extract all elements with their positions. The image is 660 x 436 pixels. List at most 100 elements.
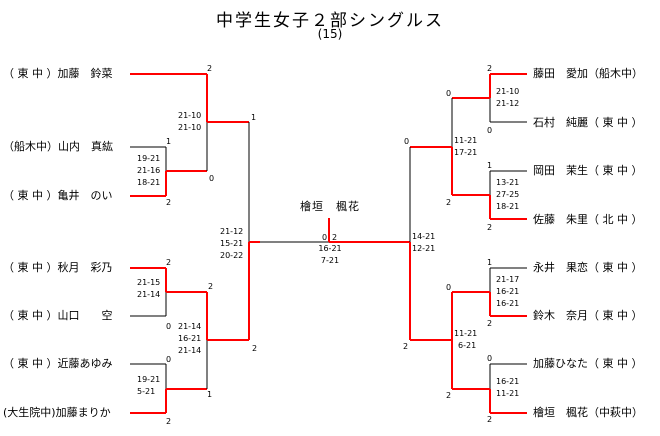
draw-number: (15) <box>317 27 343 41</box>
set-score: 11-21 <box>496 389 520 398</box>
page-title: 中学生女子２部シングルス <box>216 11 444 31</box>
player-right-8: 檜垣 楓花（中萩中） <box>533 406 643 420</box>
set-score: 12-21 <box>412 244 436 253</box>
player-school: （ 東 中 ） <box>588 357 643 370</box>
champion-name: 檜垣 楓花 <box>300 200 360 213</box>
set-score: 16-21 <box>496 287 520 296</box>
set-score: 27-25 <box>496 190 520 199</box>
player-name: 近藤あゆみ <box>57 357 113 370</box>
set-score: 21-17 <box>496 275 520 284</box>
score-block-L-r1-a: 19-21 21-16 18-21 <box>137 153 160 189</box>
score-block-R-r3: 14-21 12-21 <box>412 231 435 255</box>
games-won: 2 <box>446 198 452 207</box>
set-score: 19-21 <box>137 375 161 384</box>
set-score: 18-21 <box>496 202 520 211</box>
player-school: （ 東 中 ） <box>588 116 643 129</box>
player-school: （ 東 中 ） <box>3 357 58 370</box>
set-score: 19-21 <box>137 154 161 163</box>
set-score: 18-21 <box>137 178 161 187</box>
player-left-2: （船木中）山内 真紘 <box>3 140 113 154</box>
set-score: 21-16 <box>137 166 161 175</box>
score-block-L-r3: 21-12 15-21 20-22 <box>220 226 243 262</box>
player-school: （ 東 中 ） <box>3 261 58 274</box>
set-score: 16-21 <box>496 377 520 386</box>
player-name: 岡田 茉生 <box>533 164 588 177</box>
player-school: （ 東 中 ） <box>588 309 643 322</box>
set-score: 13-21 <box>496 178 520 187</box>
games-won: 1 <box>487 258 493 267</box>
games-won: 1 <box>166 137 172 146</box>
set-score: 21-15 <box>137 278 161 287</box>
player-name: 藤田 愛加 <box>533 67 588 80</box>
set-score: 17-21 <box>454 148 478 157</box>
games-won: 0 <box>446 89 452 98</box>
player-school: （ 東 中 ） <box>588 164 643 177</box>
player-school: （船木中） <box>588 67 643 80</box>
set-score: 21-12 <box>496 99 520 108</box>
set-score: 21-10 <box>178 123 202 132</box>
games-won: 0 <box>166 322 172 331</box>
games-won: 2 <box>208 282 214 291</box>
player-left-7: (大生院中)加藤まりか <box>3 406 111 420</box>
player-school: （船木中） <box>3 140 58 153</box>
games-won: 0 <box>487 354 493 363</box>
set-score: 16-21 <box>496 299 520 308</box>
player-right-1: 藤田 愛加（船木中） <box>533 67 643 81</box>
player-school: （ 北 中 ） <box>588 213 643 226</box>
games-won: 2 <box>252 344 258 353</box>
player-school: （ 東 中 ） <box>3 67 58 80</box>
games-won: 0 <box>209 174 215 183</box>
score-block-L-r2-b: 21-14 16-21 21-14 <box>178 321 201 357</box>
player-left-3: （ 東 中 ）亀井 のい <box>3 189 113 203</box>
games-won: 2 <box>207 64 213 73</box>
final-games-right: 2 <box>332 233 338 242</box>
final-games-left: 0 <box>322 233 328 242</box>
games-won: 2 <box>166 417 172 426</box>
set-score: 11-21 <box>454 329 478 338</box>
set-score: 20-22 <box>220 251 244 260</box>
set-score: 16-21 <box>178 334 202 343</box>
player-name: 山内 真紘 <box>58 140 113 153</box>
games-won: 1 <box>207 390 213 399</box>
player-school: (大生院中) <box>3 406 56 419</box>
player-left-4: （ 東 中 ）秋月 彩乃 <box>3 261 113 275</box>
games-won: 0 <box>487 126 493 135</box>
games-won: 2 <box>487 64 493 73</box>
set-score: 21-14 <box>178 322 202 331</box>
games-won: 2 <box>166 258 172 267</box>
player-right-5: 永井 果恋（ 東 中 ） <box>533 261 643 275</box>
games-won: 2 <box>487 319 493 328</box>
player-name: 加藤まりか <box>55 406 111 419</box>
score-block-R-r1-c: 21-17 16-21 16-21 <box>496 274 519 310</box>
score-block-R-r2-b: 11-21 6-21 <box>454 328 477 352</box>
set-score: 15-21 <box>220 239 244 248</box>
set-score: 21-12 <box>220 227 244 236</box>
player-school: （ 東 中 ） <box>3 309 58 322</box>
player-name: 加藤ひなた <box>533 357 588 370</box>
player-name: 檜垣 楓花 <box>533 406 588 419</box>
player-name: 鈴木 奈月 <box>533 309 588 322</box>
player-school: （ 東 中 ） <box>588 261 643 274</box>
player-left-1: （ 東 中 ）加藤 鈴菜 <box>3 67 113 81</box>
set-score: 14-21 <box>412 232 436 241</box>
set-score: 21-14 <box>178 346 202 355</box>
set-score: 6-21 <box>458 341 477 350</box>
set-score: 21-14 <box>137 290 161 299</box>
score-block-L-r2-a: 21-10 21-10 <box>178 110 201 134</box>
games-won: 1 <box>487 161 493 170</box>
player-school: （中萩中） <box>588 406 643 419</box>
score-block-R-r1-d: 16-21 11-21 <box>496 376 519 400</box>
set-score: 21-10 <box>178 111 202 120</box>
set-score: 7-21 <box>320 256 340 265</box>
games-won: 2 <box>487 223 493 232</box>
player-right-7: 加藤ひなた（ 東 中 ） <box>533 357 643 371</box>
score-block-L-r1-b: 21-15 21-14 <box>137 277 160 301</box>
games-won: 2 <box>487 415 493 424</box>
player-name: 山口 空 <box>57 309 113 322</box>
player-name: 加藤 鈴菜 <box>57 67 113 80</box>
player-right-3: 岡田 茉生（ 東 中 ） <box>533 164 643 178</box>
player-school: （ 東 中 ） <box>3 189 58 202</box>
